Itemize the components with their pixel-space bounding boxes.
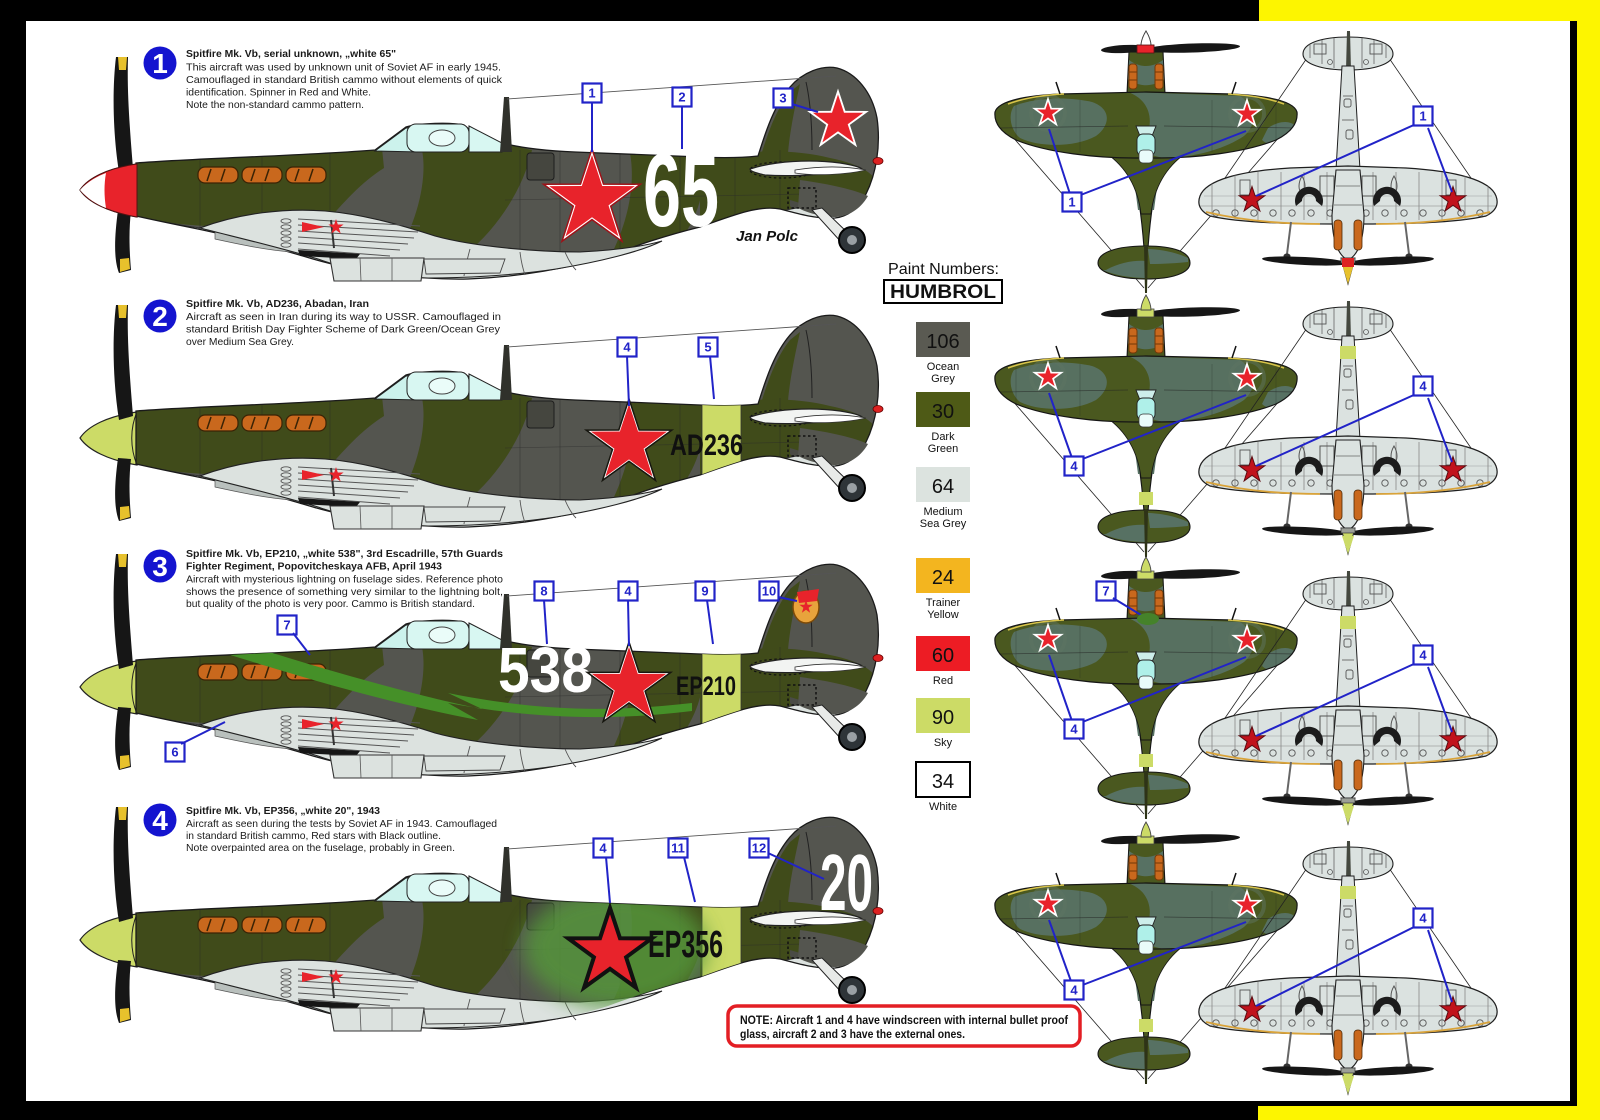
- svg-text:4: 4: [1419, 379, 1427, 394]
- svg-text:HUMBROL: HUMBROL: [890, 282, 996, 303]
- svg-text:10: 10: [762, 584, 776, 599]
- svg-text:Yellow: Yellow: [927, 609, 958, 621]
- svg-text:AD236: AD236: [670, 429, 743, 462]
- svg-text:Spitfire Mk. Vb, EP356, „white: Spitfire Mk. Vb, EP356, „white 20", 1943: [186, 805, 380, 817]
- svg-text:Aircraft with mysterious light: Aircraft with mysterious lightning on fu…: [186, 574, 503, 586]
- svg-text:8: 8: [540, 584, 547, 599]
- svg-text:1: 1: [1419, 109, 1426, 124]
- svg-text:Aircraft as seen during the te: Aircraft as seen during the tests by Sov…: [186, 818, 497, 830]
- svg-text:Spitfire Mk. Vb, EP210, „white: Spitfire Mk. Vb, EP210, „white 538", 3rd…: [186, 548, 503, 560]
- svg-text:4: 4: [624, 584, 632, 599]
- svg-text:White: White: [929, 801, 957, 813]
- svg-text:Jan Polc: Jan Polc: [736, 228, 799, 245]
- svg-text:4: 4: [1070, 983, 1078, 998]
- svg-text:20: 20: [820, 838, 873, 927]
- svg-text:Camouflaged in standard Britis: Camouflaged in standard British cammo wi…: [186, 74, 503, 86]
- svg-text:64: 64: [932, 476, 954, 498]
- svg-text:Green: Green: [928, 443, 959, 455]
- svg-text:9: 9: [701, 584, 708, 599]
- svg-text:4: 4: [1070, 459, 1078, 474]
- svg-text:shows the presence of somethin: shows the presence of something very sim…: [186, 586, 503, 598]
- svg-text:4: 4: [599, 841, 607, 856]
- svg-text:1: 1: [588, 86, 595, 101]
- svg-text:Grey: Grey: [931, 373, 955, 385]
- svg-text:EP210: EP210: [676, 671, 736, 701]
- svg-text:4: 4: [623, 340, 631, 355]
- svg-text:90: 90: [932, 707, 954, 729]
- svg-text:EP356: EP356: [648, 924, 723, 966]
- svg-text:7: 7: [283, 618, 290, 633]
- svg-text:Fighter Regiment, Popovitchesk: Fighter Regiment, Popovitcheskaya AFB, A…: [186, 561, 442, 573]
- svg-text:106: 106: [926, 331, 959, 353]
- svg-text:4: 4: [1419, 911, 1427, 926]
- svg-text:2: 2: [678, 90, 685, 105]
- svg-text:538: 538: [498, 634, 593, 706]
- svg-text:4: 4: [1419, 648, 1427, 663]
- svg-text:11: 11: [671, 841, 685, 856]
- svg-text:Note overpainted area on the f: Note overpainted area on the fuselage, p…: [186, 842, 455, 854]
- svg-text:Spitfire Mk. Vb, AD236, Abadan: Spitfire Mk. Vb, AD236, Abadan, Iran: [186, 298, 369, 310]
- svg-text:This aircraft was used by unkn: This aircraft was used by unknown unit o…: [186, 62, 501, 74]
- svg-text:6: 6: [171, 745, 178, 760]
- svg-text:glass, aircraft 2 and 3 have t: glass, aircraft 2 and 3 have the externa…: [740, 1029, 965, 1041]
- svg-text:Red: Red: [933, 675, 953, 687]
- svg-text:65: 65: [643, 133, 719, 249]
- svg-text:Sky: Sky: [934, 737, 953, 749]
- svg-text:identification. Spinner in Red: identification. Spinner in Red and White…: [186, 87, 371, 99]
- svg-text:4: 4: [152, 805, 168, 836]
- svg-text:30: 30: [932, 401, 954, 423]
- svg-text:Medium: Medium: [923, 506, 962, 518]
- svg-text:34: 34: [932, 771, 954, 793]
- svg-text:in standard British cammo, Red: in standard British cammo, Red stars wit…: [186, 830, 441, 842]
- svg-text:7: 7: [1102, 584, 1109, 599]
- svg-text:Ocean: Ocean: [927, 361, 959, 373]
- svg-text:Paint Numbers:: Paint Numbers:: [888, 261, 999, 278]
- svg-text:12: 12: [752, 841, 766, 856]
- svg-text:over Medium Sea Grey.: over Medium Sea Grey.: [186, 336, 294, 348]
- svg-text:60: 60: [932, 645, 954, 667]
- svg-text:Spitfire Mk. Vb, serial unknow: Spitfire Mk. Vb, serial unknown, „white …: [186, 48, 396, 60]
- svg-text:2: 2: [152, 301, 168, 332]
- svg-text:but quality of the photo is ve: but quality of the photo is very poor. C…: [186, 598, 475, 610]
- svg-text:Dark: Dark: [931, 431, 955, 443]
- svg-text:Aircraft as seen in Iran durin: Aircraft as seen in Iran during its way …: [186, 311, 501, 323]
- svg-text:standard British Day Fighter S: standard British Day Fighter Scheme of D…: [186, 324, 501, 336]
- svg-text:Trainer: Trainer: [926, 597, 961, 609]
- svg-text:3: 3: [779, 91, 786, 106]
- svg-text:Sea Grey: Sea Grey: [920, 518, 967, 530]
- svg-text:5: 5: [704, 340, 711, 355]
- svg-text:1: 1: [1068, 195, 1075, 210]
- svg-text:1: 1: [152, 48, 168, 79]
- svg-text:24: 24: [932, 567, 954, 589]
- svg-text:NOTE: Aircraft 1 and 4 have wi: NOTE: Aircraft 1 and 4 have windscreen w…: [740, 1015, 1068, 1027]
- svg-text:Note the non-standard cammo pa: Note the non-standard cammo pattern.: [186, 99, 364, 111]
- svg-text:3: 3: [152, 551, 168, 582]
- svg-text:4: 4: [1070, 722, 1078, 737]
